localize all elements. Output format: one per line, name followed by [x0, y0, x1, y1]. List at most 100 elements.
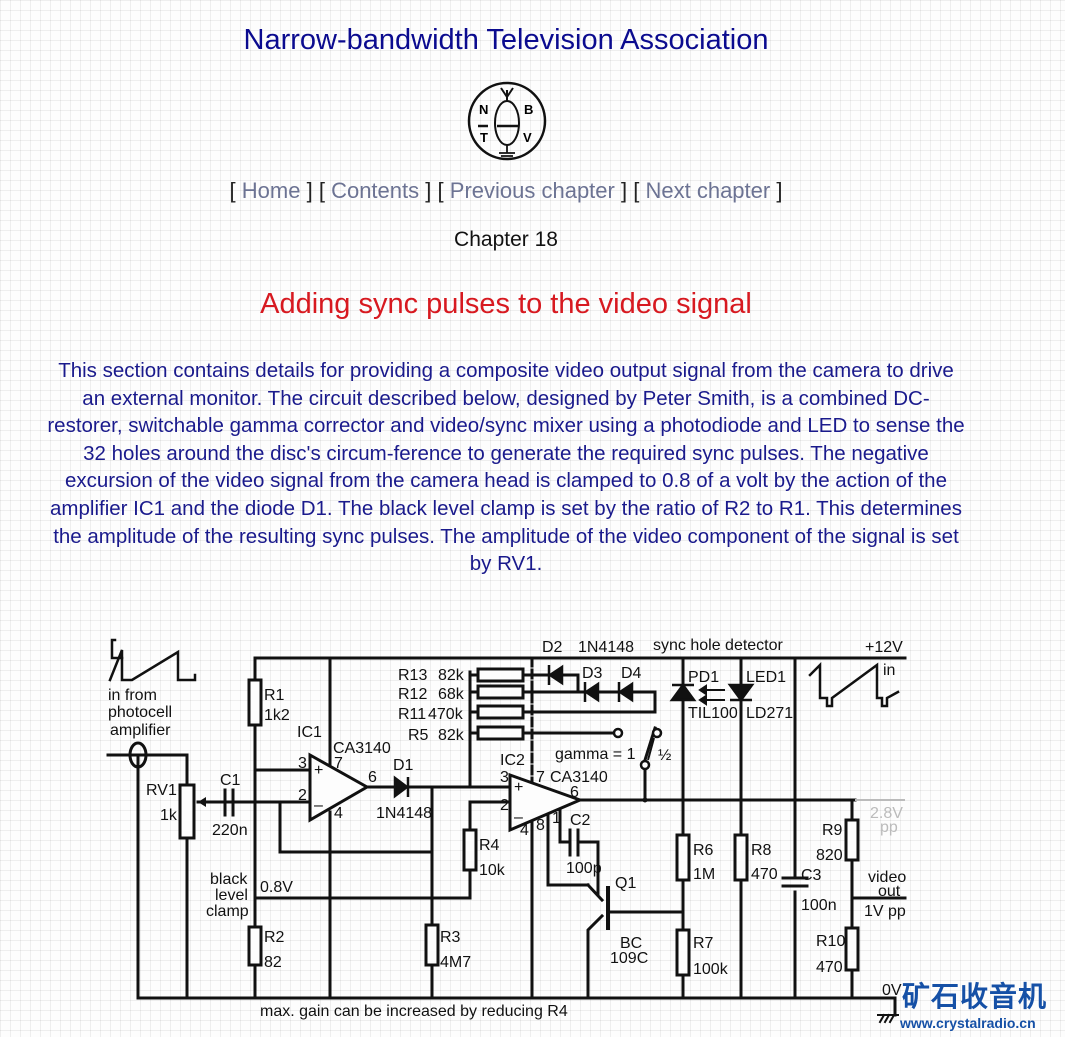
logo-letter-v: V: [523, 130, 532, 145]
ic2-pin: 4: [520, 822, 529, 839]
pd1-icon: [669, 682, 697, 702]
r12-ref: R12: [398, 686, 427, 703]
intro-paragraph: This section contains details for provid…: [47, 359, 965, 576]
r3-value: 4M7: [440, 954, 471, 971]
ic1-pin: 2: [298, 787, 307, 804]
output-label: video: [868, 869, 906, 886]
r6-value: 1M: [693, 866, 715, 883]
r6-ref: R6: [693, 842, 714, 859]
ic2-pin: 6: [570, 784, 579, 801]
r1-ref: R1: [264, 687, 285, 704]
r10-ref: R10: [816, 933, 845, 950]
junction: [642, 797, 648, 803]
r6-body: [675, 833, 691, 882]
d1-part: 1N4148: [376, 805, 432, 822]
nav-home-link[interactable]: Home: [241, 178, 301, 203]
clamp-label: black: [210, 871, 248, 888]
c2-ref: C2: [570, 812, 591, 829]
r1-value: 1k2: [264, 707, 290, 724]
ic1-pin: 6: [368, 769, 377, 786]
ic1-pin: 3: [298, 755, 307, 772]
r8-value: 470: [751, 866, 778, 883]
sync-detector-label: sync hole detector: [653, 637, 784, 654]
logo-letter-t: T: [480, 130, 488, 145]
d1-ref: D1: [393, 757, 414, 774]
site-title: Narrow-bandwidth Television Association: [243, 24, 769, 56]
r4-ref: R4: [479, 837, 500, 854]
gamma-switch-label: gamma = 1: [555, 746, 636, 763]
c3-ref: C3: [801, 867, 822, 884]
c1-ref: C1: [220, 772, 241, 789]
clamp-label: level: [215, 887, 248, 904]
c3-value: 100n: [801, 897, 837, 914]
circuit-schematic: + – + – in from photocell amplifier RV1 …: [106, 637, 907, 1024]
r10-body: [844, 926, 860, 972]
ic1-ref: IC1: [297, 724, 322, 741]
c2-value: 100p: [566, 860, 602, 877]
logo-letter-n: N: [479, 102, 488, 117]
r2-ref: R2: [264, 929, 285, 946]
clamp-label: clamp: [206, 903, 249, 920]
ic2-opamp: [508, 772, 585, 833]
nav-contents-link[interactable]: Contents: [331, 178, 420, 203]
watermark: 矿石收音机 www.crystalradio.cn: [896, 975, 1065, 1037]
r11-body: [476, 704, 525, 720]
switch-arm: [647, 737, 655, 761]
ic2-minus: –: [514, 809, 523, 826]
r9-body: [844, 818, 860, 862]
clamp-voltage: 0.8V: [260, 879, 293, 896]
input-connector: [128, 741, 148, 769]
resistor-bodies: [178, 667, 860, 977]
r7-body: [675, 928, 691, 977]
r9-value: 820: [816, 847, 843, 864]
q1-part: BC: [620, 935, 642, 952]
r8-body: [733, 833, 749, 882]
page-heading: Adding sync pulses to the video signal: [260, 288, 752, 320]
watermark-name: 矿石收音机: [902, 980, 1048, 1013]
bracket: [: [437, 178, 444, 203]
d2-ref: D2: [542, 639, 563, 656]
r11-value: 470k: [428, 706, 464, 723]
output-label: out: [878, 883, 901, 900]
r8-ref: R8: [751, 842, 772, 859]
pd1-part: TIL100: [688, 705, 738, 722]
r5-ref: R5: [408, 727, 429, 744]
r12-value: 68k: [438, 686, 465, 703]
d2-icon: [547, 664, 564, 686]
ic2-pin: 1: [552, 810, 561, 827]
ic2-ref: IC2: [500, 752, 525, 769]
r11-ref: R11: [398, 706, 426, 723]
schematic-footnote: max. gain can be increased by reducing R…: [260, 1003, 568, 1020]
bracket: [: [318, 178, 325, 203]
diodes: [393, 664, 755, 799]
bracket: [: [229, 178, 236, 203]
led1-icon: [727, 683, 755, 703]
r13-ref: R13: [398, 667, 427, 684]
ic2-pin: 7: [536, 769, 545, 786]
d1-icon: [393, 775, 410, 799]
ic2-part: CA3140: [550, 769, 608, 786]
ic1-plus: +: [314, 762, 323, 779]
nav-next-chapter-link[interactable]: Next chapter: [645, 178, 771, 203]
output-level: 1V pp: [864, 903, 906, 920]
d3-icon: [583, 681, 600, 703]
d4-icon: [617, 681, 634, 703]
ic1-pin: 4: [334, 805, 343, 822]
ntba-logo: N B T V: [467, 81, 547, 161]
rv1-body: [178, 783, 196, 840]
ic2-pin: 8: [536, 817, 545, 834]
r9-ref: R9: [822, 822, 843, 839]
ground-label: 0V: [882, 982, 902, 999]
bracket: ]: [425, 178, 432, 203]
ic2-pin: 2: [500, 797, 509, 814]
d2-part: 1N4148: [578, 639, 634, 656]
ic1-part: CA3140: [333, 740, 391, 757]
r13-body: [476, 667, 525, 683]
logo-letter-b: B: [524, 102, 533, 117]
bracket: [: [633, 178, 640, 203]
bracket: ]: [620, 178, 628, 203]
watermark-url: www.crystalradio.cn: [900, 1015, 1036, 1031]
r5-body: [476, 725, 525, 741]
nav-previous-chapter-link[interactable]: Previous chapter: [449, 178, 615, 203]
optical-coupling-arrows: [698, 684, 725, 706]
